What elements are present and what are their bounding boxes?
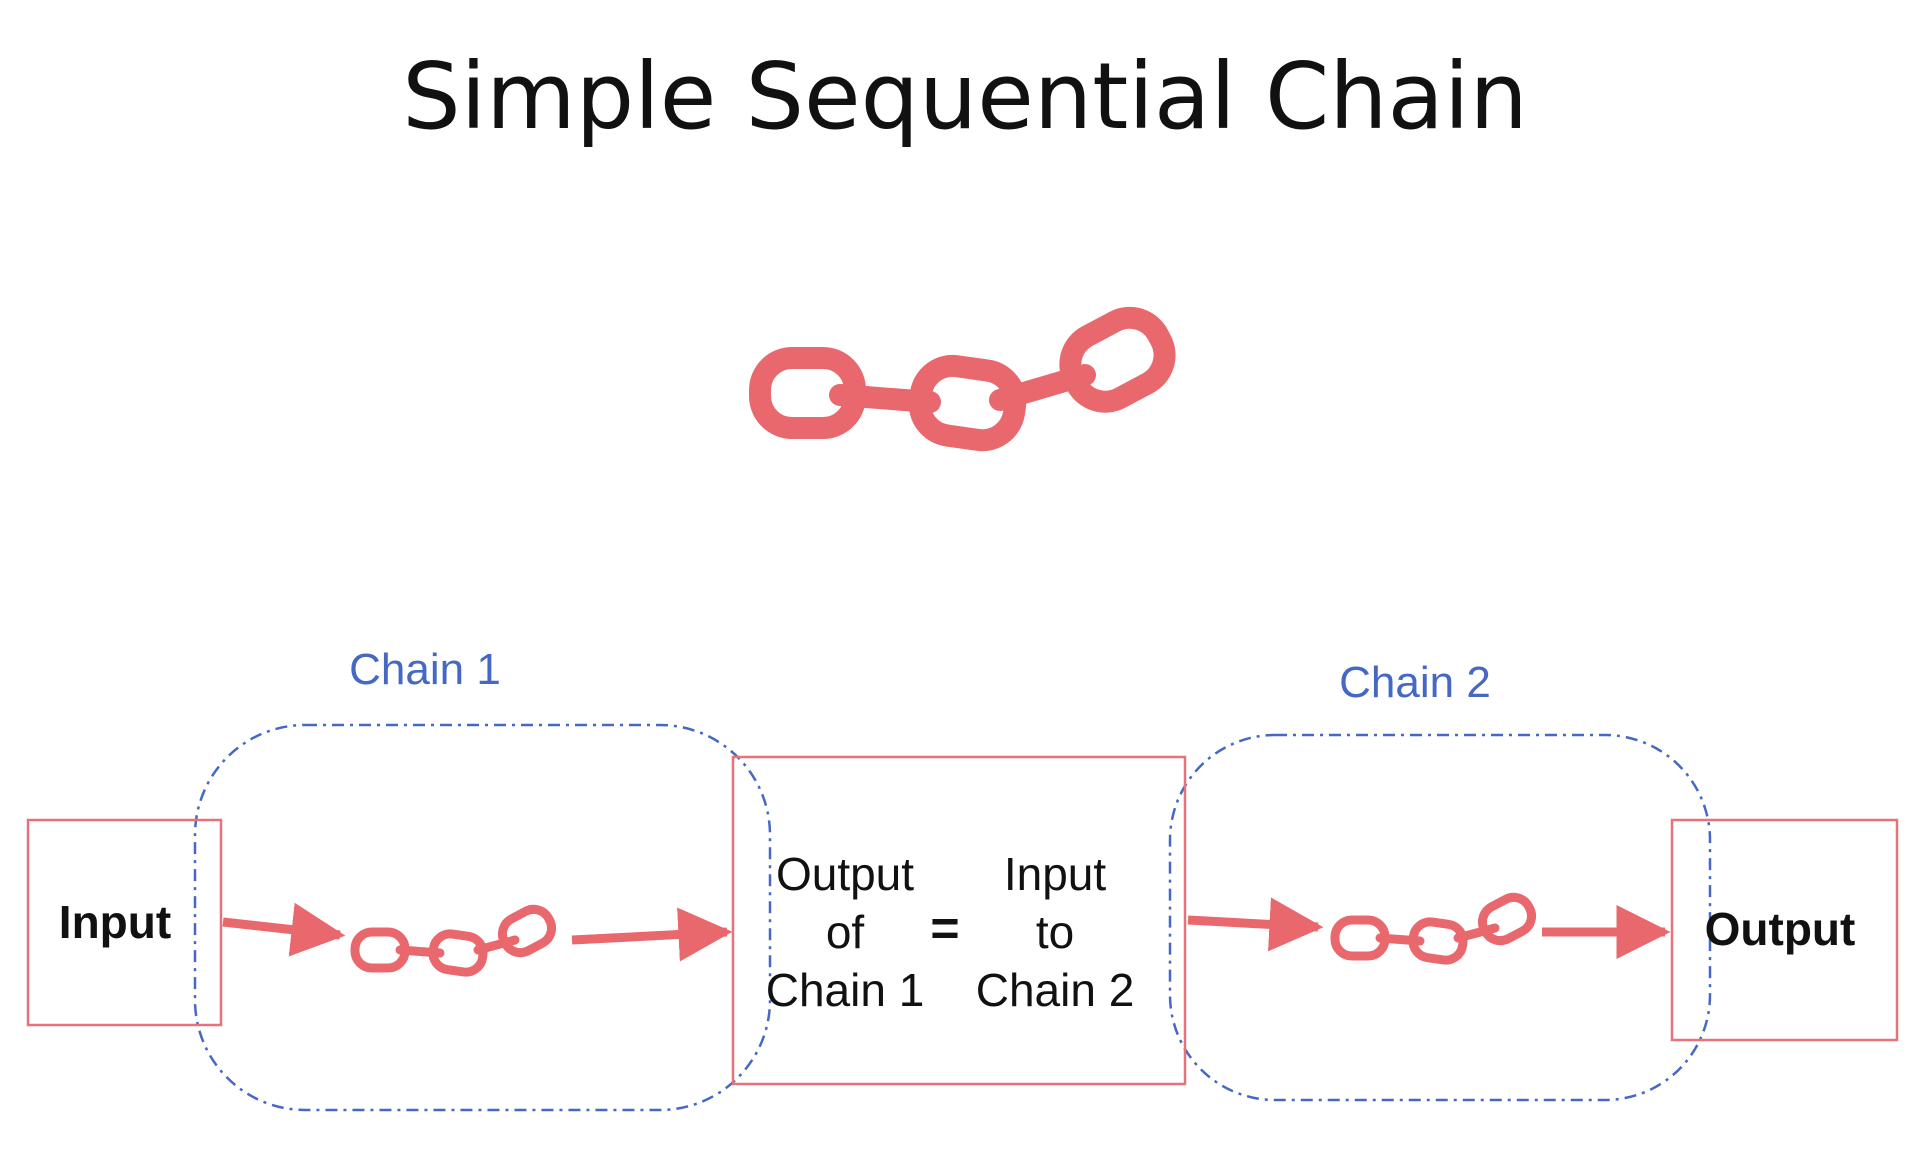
chain-1-label: Chain 1: [349, 645, 501, 694]
arrow-input-to-chain-1: [222, 902, 346, 957]
handoff-left-line-3: Chain 1: [766, 964, 925, 1016]
chain-1-chain-link-icon: [350, 904, 557, 977]
input-node: [26, 818, 223, 1027]
arrow-handoff-to-chain-2: [1187, 897, 1324, 952]
chain-1-group: [193, 723, 772, 1112]
handoff-right-line-2: to: [1036, 906, 1074, 958]
hero-chain-link-icon: [749, 306, 1176, 452]
chain-2-chain-link-icon: [1330, 892, 1537, 965]
page-title: Simple Sequential Chain: [402, 43, 1528, 150]
input-node-label: Input: [59, 896, 171, 948]
chain-2-label: Chain 2: [1339, 658, 1491, 707]
handoff-left-line-2: of: [826, 906, 865, 958]
handoff-equals-sign: =: [930, 900, 959, 956]
output-node: [1670, 818, 1899, 1042]
handoff-node: [731, 755, 1187, 1086]
output-node-label: Output: [1705, 903, 1856, 955]
handoff-right-line-1: Input: [1004, 848, 1107, 900]
arrow-chain-1-to-handoff: [571, 907, 733, 962]
chain-2-group: [1168, 733, 1712, 1102]
handoff-right-line-3: Chain 2: [976, 964, 1135, 1016]
handoff-left-line-1: Output: [776, 848, 914, 900]
